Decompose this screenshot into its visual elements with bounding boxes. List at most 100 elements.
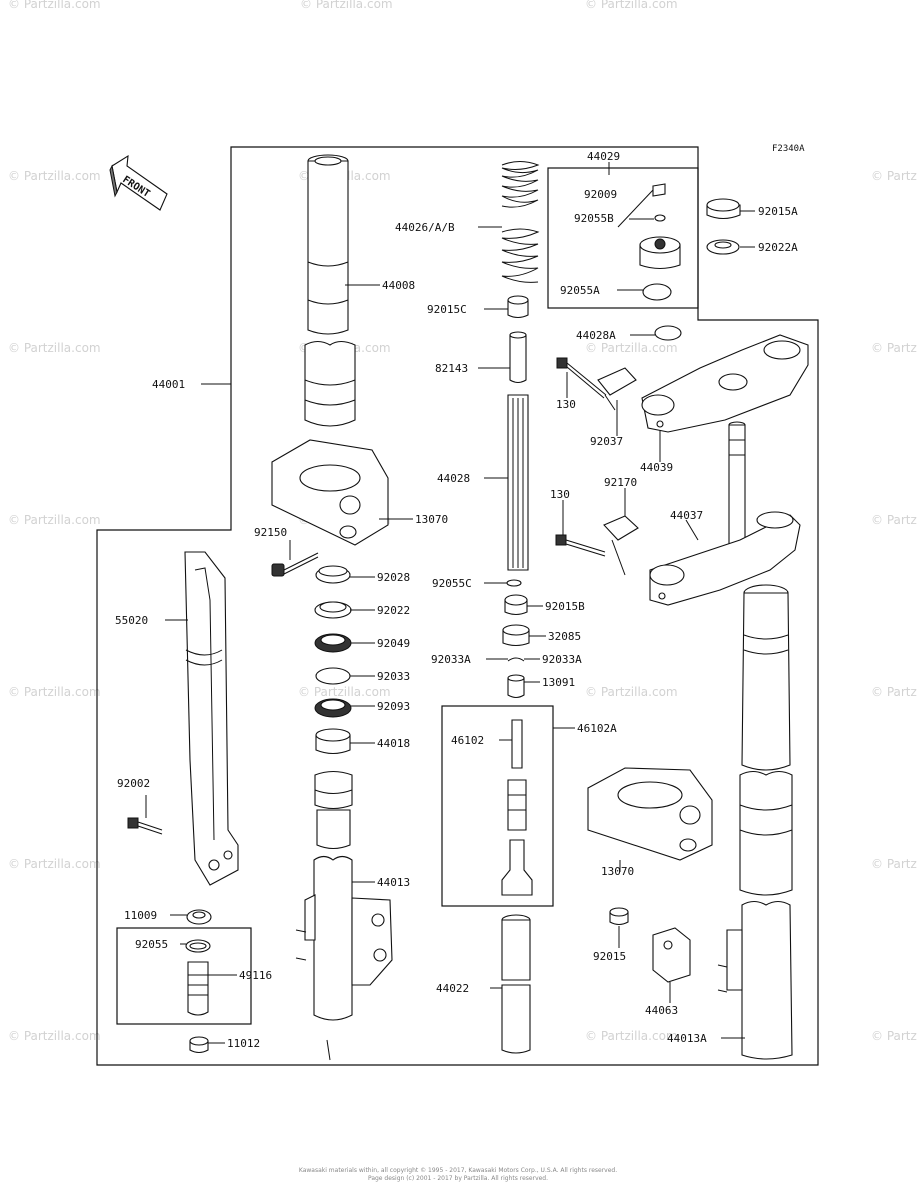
label-92055C: 92055C [432, 577, 472, 590]
nut-top [504, 594, 528, 606]
right-fork-assembly [717, 584, 793, 1060]
watermark: © Partzilla.com [8, 0, 101, 11]
label-46102A: 46102A [577, 722, 617, 735]
watermark: © Partzilla.com [8, 1029, 101, 1043]
guide [507, 677, 525, 699]
lock-nut-top [507, 295, 529, 305]
lower-bracket-right [587, 767, 713, 861]
copyright-line: Kawasaki materials within, all copyright… [299, 1167, 617, 1174]
watermark: © Partzilla.com [585, 341, 678, 355]
label-92055B: 92055B [574, 212, 614, 225]
damper-rod [507, 394, 529, 571]
label-44001: 44001 [152, 378, 185, 391]
label-13070-left: 13070 [415, 513, 448, 526]
cylinder [501, 914, 531, 1054]
lower-bracket-left [271, 439, 389, 546]
label-92015B: 92015B [545, 600, 585, 613]
watermark: © Partzilla.com [585, 685, 678, 699]
label-44039: 44039 [640, 461, 673, 474]
page-design-line: Page design (c) 2001 - 2017 by Partzilla… [368, 1175, 548, 1182]
figure-code: F2340A [772, 144, 805, 154]
lock-nut [507, 299, 529, 319]
label-44029: 44029 [587, 150, 620, 163]
label-82143: 82143 [435, 362, 468, 375]
upper-triple-clamp [641, 334, 809, 433]
label-92022: 92022 [377, 604, 410, 617]
label-44013A: 44013A [667, 1032, 707, 1045]
leader-lines [145, 162, 755, 1044]
label-44028A: 44028A [576, 329, 616, 342]
drain-bolt-top [189, 1036, 209, 1046]
top-washer [706, 239, 740, 255]
axle-clamp-cap [652, 927, 691, 983]
fork-cap [639, 183, 681, 301]
top-nut [706, 198, 741, 220]
label-92037: 92037 [590, 435, 623, 448]
watermark: © Partzilla.com [298, 685, 391, 699]
label-92033A-right: 92033A [542, 653, 582, 666]
watermark: © Partzilla.com [300, 0, 393, 11]
clamp-hole [663, 940, 673, 950]
front-arrow-icon: FRONT [109, 154, 168, 211]
label-130-upper: 130 [556, 398, 576, 411]
part-labels: 44029 92009 92055B 92055A 92015A 92022A … [115, 150, 798, 1050]
label-92015: 92015 [593, 950, 626, 963]
label-92170: 92170 [604, 476, 637, 489]
label-44037: 44037 [670, 509, 703, 522]
collar-top [509, 331, 527, 339]
watermark: © Partzilla.com [8, 513, 101, 527]
watermark: © Partzilla.com [585, 1029, 678, 1043]
label-92150: 92150 [254, 526, 287, 539]
label-92022A: 92022A [758, 241, 798, 254]
label-44063: 44063 [645, 1004, 678, 1017]
label-92015C: 92015C [427, 303, 467, 316]
fork-guard [184, 551, 239, 886]
handlebar-bolt [556, 357, 607, 399]
cap-assembly-box [547, 167, 699, 309]
label-11009: 11009 [124, 909, 157, 922]
valve-assembly-box [116, 927, 252, 1025]
label-49116: 49116 [239, 969, 272, 982]
circlip [507, 657, 525, 662]
label-92049: 92049 [377, 637, 410, 650]
label-32085: 32085 [548, 630, 581, 643]
guard-bolt [127, 817, 163, 835]
cartridge-assembly-box [441, 705, 554, 907]
valve-assembly [185, 939, 211, 1016]
label-92093: 92093 [377, 700, 410, 713]
label-44013: 44013 [377, 876, 410, 889]
washer-inner [192, 911, 206, 919]
watermark: © Partzilla.com [871, 1029, 917, 1043]
watermark: © Partzilla.com [8, 169, 101, 183]
label-130-lower: 130 [550, 488, 570, 501]
outer-tube [304, 154, 356, 427]
watermark: © Partzilla.com [871, 169, 917, 183]
label-44018: 44018 [377, 737, 410, 750]
watermark: © Partzilla.com [8, 857, 101, 871]
stem-clamp-plate [603, 515, 639, 576]
watermark: © Partzilla.com [871, 857, 917, 871]
label-11012: 11012 [227, 1037, 260, 1050]
bushing-top [502, 624, 530, 636]
label-92055A: 92055A [560, 284, 600, 297]
seal-stack [314, 565, 352, 755]
label-92015A: 92015A [758, 205, 798, 218]
label-92028: 92028 [377, 571, 410, 584]
clamp-plate [597, 367, 637, 411]
watermark: © Partzilla.com [871, 341, 917, 355]
label-46102: 46102 [451, 734, 484, 747]
guide-top [507, 674, 525, 682]
fork-spring [501, 161, 540, 283]
label-13091: 13091 [542, 676, 575, 689]
bolt [271, 552, 319, 577]
label-44022: 44022 [436, 982, 469, 995]
label-13070-right: 13070 [601, 865, 634, 878]
label-44026: 44026/A/B [395, 221, 455, 234]
label-55020: 55020 [115, 614, 148, 627]
inner-tube [295, 770, 393, 1061]
watermark: © Partzilla.com [871, 513, 917, 527]
watermark: © Partzilla.com [585, 0, 678, 11]
watermark: © Partzilla.com [8, 341, 101, 355]
steering-stem [649, 421, 801, 606]
